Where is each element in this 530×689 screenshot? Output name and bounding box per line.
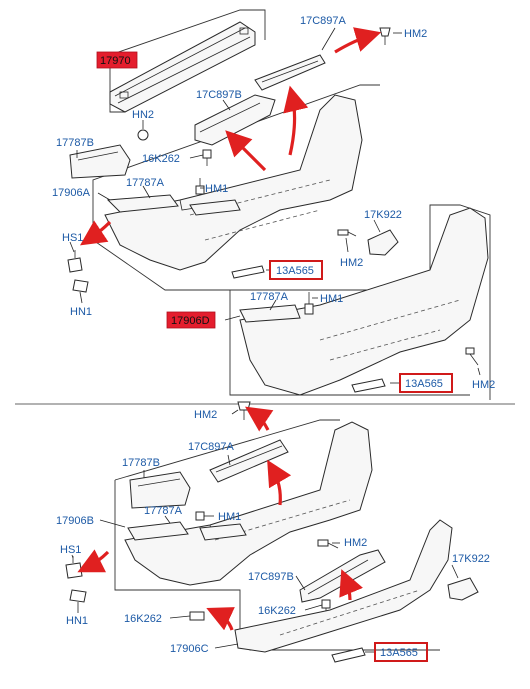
label-hn1-top: HN1 [70,306,92,318]
box-13a565-b [399,373,453,393]
red-arrows-top [80,27,382,246]
diffuser-17906c-part [234,519,453,653]
label-hn1-b: HN1 [66,615,88,627]
clip-16k262-top-part [202,149,212,166]
label-17c897a-b: 17C897A [188,441,235,453]
screw-hm2-bottom-part [237,401,251,420]
label-17906c: 17906C [170,643,209,655]
clip-hs1-top-part [67,250,83,273]
label-17970: 17970 [100,55,131,67]
highlight-17970 [96,51,138,69]
screw-hm2-top-part [379,27,391,45]
label-hm1-b: HM1 [218,511,241,523]
box-13a565-a [269,260,323,280]
label-17c897b-b: 17C897B [248,571,294,583]
label-hs1-b: HS1 [60,544,81,556]
nut-hn1-top-part [72,279,89,293]
bracket-17c897a-bottom-part [209,439,289,483]
label-17787b-b: 17787B [122,457,160,469]
label-17c897b-top: 17C897B [196,89,242,101]
bracket-17787b-bottom-part [129,471,191,509]
highlight-17906d [166,311,216,329]
label-17906b: 17906B [56,515,94,527]
bracket-17787a-top-part [106,194,241,216]
screw-hm2-mid-bottom-part [317,539,339,549]
nut-hn1-bottom-part [69,589,87,603]
label-17906d: 17906D [171,315,210,327]
leaders-bottom [71,409,459,653]
label-16k262-top: 16K262 [142,153,180,165]
cover-17k922-top-part [367,229,399,256]
box-13a565-c [374,642,428,662]
label-hm1-top: HM1 [205,183,228,195]
label-13a565-b: 13A565 [405,378,443,390]
label-17787a-b: 17787A [144,505,183,517]
label-hm2-top: HM2 [404,28,427,40]
red-arrows-bottom [77,406,363,631]
label-hm1-mid: HM1 [320,293,343,305]
label-17k922-top: 17K922 [364,209,402,221]
label-17906a: 17906A [52,187,91,199]
label-17787a-top: 17787A [126,177,165,189]
cover-17k922-bottom-part [447,577,479,601]
label-17c897a-top: 17C897A [300,15,347,27]
label-hm2-mid: HM2 [340,257,363,269]
reflector-13a565-mid-part [351,378,386,393]
label-16k262-b1: 16K262 [124,613,162,625]
bracket-17787a-mid-part [239,292,314,323]
bracket-17c897a-top-part [254,54,326,91]
label-hm2-b: HM2 [194,409,217,421]
bumper-cover-17906d-part [239,207,489,396]
label-17787a-mid: 17787A [250,291,289,303]
label-hm2-b2: HM2 [344,537,367,549]
clip-hs1-bottom-part [65,556,83,579]
label-17787b-top: 17787B [56,137,94,149]
reflector-13a565-top-part [231,265,265,279]
bracket-17c897b-top-part [194,94,276,146]
screw-hm1-top-part [195,178,205,195]
clip-16k262-bottom-part [189,599,331,621]
label-16k262-b2: 16K262 [258,605,296,617]
label-hn2: HN2 [132,109,154,121]
label-hs1-top: HS1 [62,232,83,244]
label-13a565-a: 13A565 [276,265,314,277]
reinforcement-bar-part [109,21,256,141]
screw-hm2-mid-part [337,229,357,237]
label-hm2-right: HM2 [472,379,495,391]
bracket-17787a-bottom-part [127,511,247,541]
screw-hm2-right-part [465,347,479,366]
leaders-top [69,27,481,384]
bracket-17787b-top-part [69,144,131,179]
label-17k922-b: 17K922 [452,553,490,565]
reflector-13a565-bottom-part [331,647,366,663]
label-13a565-c: 13A565 [380,647,418,659]
